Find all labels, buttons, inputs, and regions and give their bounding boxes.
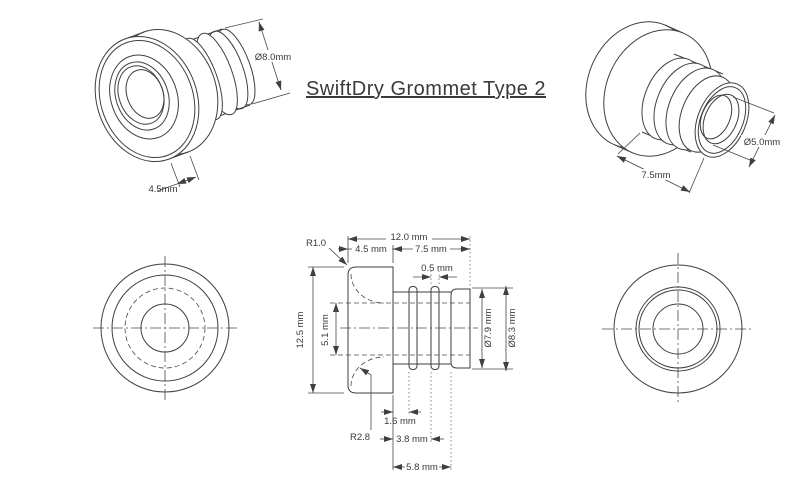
dim-collar-offset: 5.8 mm — [393, 461, 451, 473]
label-backing — [741, 135, 783, 147]
dim-flange-thickness-label: 4.5mm — [148, 184, 177, 195]
dim-overall-length: 12.0 mm — [348, 230, 470, 243]
dim-fillet-bottom: R2.8 — [350, 367, 372, 443]
dim-hole-diameter-label: Ø5.0mm — [744, 137, 781, 148]
dim-rib1-offset: 1.6 mm — [381, 409, 421, 427]
dim-flange-thickness-label: 4.5 mm — [355, 244, 387, 255]
page-title: SwiftDry Grommet Type 2 — [306, 78, 546, 100]
iso-view-right: 7.5mm Ø5.0mm — [585, 21, 783, 194]
dim-rib-width-label: 0.5 mm — [421, 263, 453, 274]
dim-rib2-offset-label: 3.8 mm — [396, 434, 428, 445]
dim-fillet-top-label: R1.0 — [306, 238, 326, 249]
iso-left-flange-front — [94, 35, 200, 163]
dim-collar-diameter-label: Ø7.9 mm — [483, 308, 494, 347]
arrow-up — [768, 114, 776, 125]
iso-left-counterbore — [109, 54, 179, 140]
back-view — [602, 253, 753, 404]
iso-right-hole — [702, 93, 740, 145]
front-view — [93, 256, 238, 401]
iso-right-hole-wall — [699, 94, 733, 140]
iso-left-dim-diameter: Ø8.0mm — [224, 18, 295, 105]
section-hidden-fillet-arcs — [350, 273, 385, 387]
iso-right-dim-length: 7.5mm — [616, 132, 705, 194]
label-backing — [413, 243, 450, 255]
dim-rib-width: 0.5 mm — [413, 263, 457, 280]
label-backing — [352, 243, 392, 255]
dim-collar-offset-label: 5.8 mm — [406, 462, 438, 473]
leader-tail — [156, 183, 178, 192]
label-backing — [405, 461, 439, 473]
dim-barrel-diameter-label: Ø8.0mm — [255, 52, 292, 63]
section-extension-lines — [308, 236, 513, 470]
dim-flange-diameter-label: 12.5 mm — [295, 311, 306, 348]
dim-bore-diameter-label: 5.1 mm — [320, 314, 331, 346]
leader-line — [359, 367, 372, 430]
label-backing — [251, 50, 295, 62]
extension-lines — [224, 18, 291, 105]
dim-overall-length-label: 12.0 mm — [391, 232, 428, 243]
label-backing — [386, 230, 432, 241]
dim-barrel-length-label: 7.5mm — [641, 170, 670, 181]
dim-bore-diameter: 5.1 mm — [320, 303, 339, 355]
extension-lines — [617, 132, 705, 194]
arrow-down — [748, 157, 756, 168]
dotted-extension-lines — [408, 236, 471, 470]
dim-flange-and-barrel: 4.5 mm 7.5 mm — [338, 243, 470, 255]
iso-left-flange-rim — [98, 39, 196, 159]
label-backing — [396, 433, 428, 445]
arrow-down — [275, 80, 282, 91]
dim-rib-diameter-label: Ø8.3 mm — [507, 308, 518, 347]
front-hidden-barrel-circle — [124, 287, 206, 369]
arrow-up — [258, 21, 265, 32]
leader-line — [328, 247, 348, 266]
extension-lines — [170, 155, 200, 188]
iso-view-left: Ø8.0mm 4.5mm — [94, 18, 295, 195]
dim-rib1-offset-label: 1.6 mm — [384, 416, 416, 427]
dim-barrel-length-label: 7.5 mm — [415, 244, 447, 255]
arrow-left — [616, 155, 627, 163]
extension-lines — [712, 96, 775, 161]
iso-right-dim-hole: Ø5.0mm — [712, 96, 783, 168]
section-collar-outline — [450, 288, 471, 369]
label-backing — [638, 169, 674, 180]
dim-rib-diameter: Ø8.3 mm — [503, 286, 518, 371]
arrow-left — [176, 177, 195, 185]
arrow-right — [680, 185, 691, 193]
dim-flange-diameter: 12.5 mm — [295, 267, 316, 393]
iso-left-hole-depth — [125, 69, 165, 119]
dim-collar-diameter: Ø7.9 mm — [479, 289, 494, 368]
section-view: 12.0 mm 4.5 mm 7.5 mm 0.5 mm 12.5 mm — [295, 230, 518, 473]
section-flange-outline — [347, 266, 394, 394]
solid-extension-lines — [308, 236, 513, 470]
iso-left-dim-thickness: 4.5mm — [148, 155, 200, 195]
dim-fillet-bottom-label: R2.8 — [350, 432, 370, 443]
dim-fillet-top: R1.0 — [306, 238, 348, 266]
section-barrel-surface — [393, 291, 451, 365]
section-hidden-bore-lines — [330, 302, 470, 356]
iso-left-bore-edge — [114, 61, 170, 131]
dim-rib2-offset: 3.8 mm — [380, 433, 444, 445]
